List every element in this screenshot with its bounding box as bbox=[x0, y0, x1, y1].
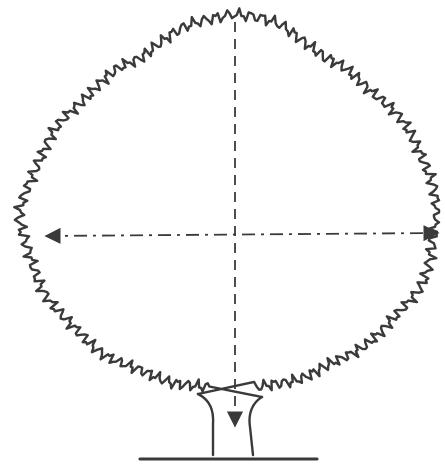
tree-trunk-left-edge bbox=[198, 394, 213, 455]
crown-width-dimension-line bbox=[46, 233, 438, 236]
tree-crown-outline bbox=[14, 8, 439, 397]
tree-trunk-right-edge bbox=[250, 397, 263, 455]
